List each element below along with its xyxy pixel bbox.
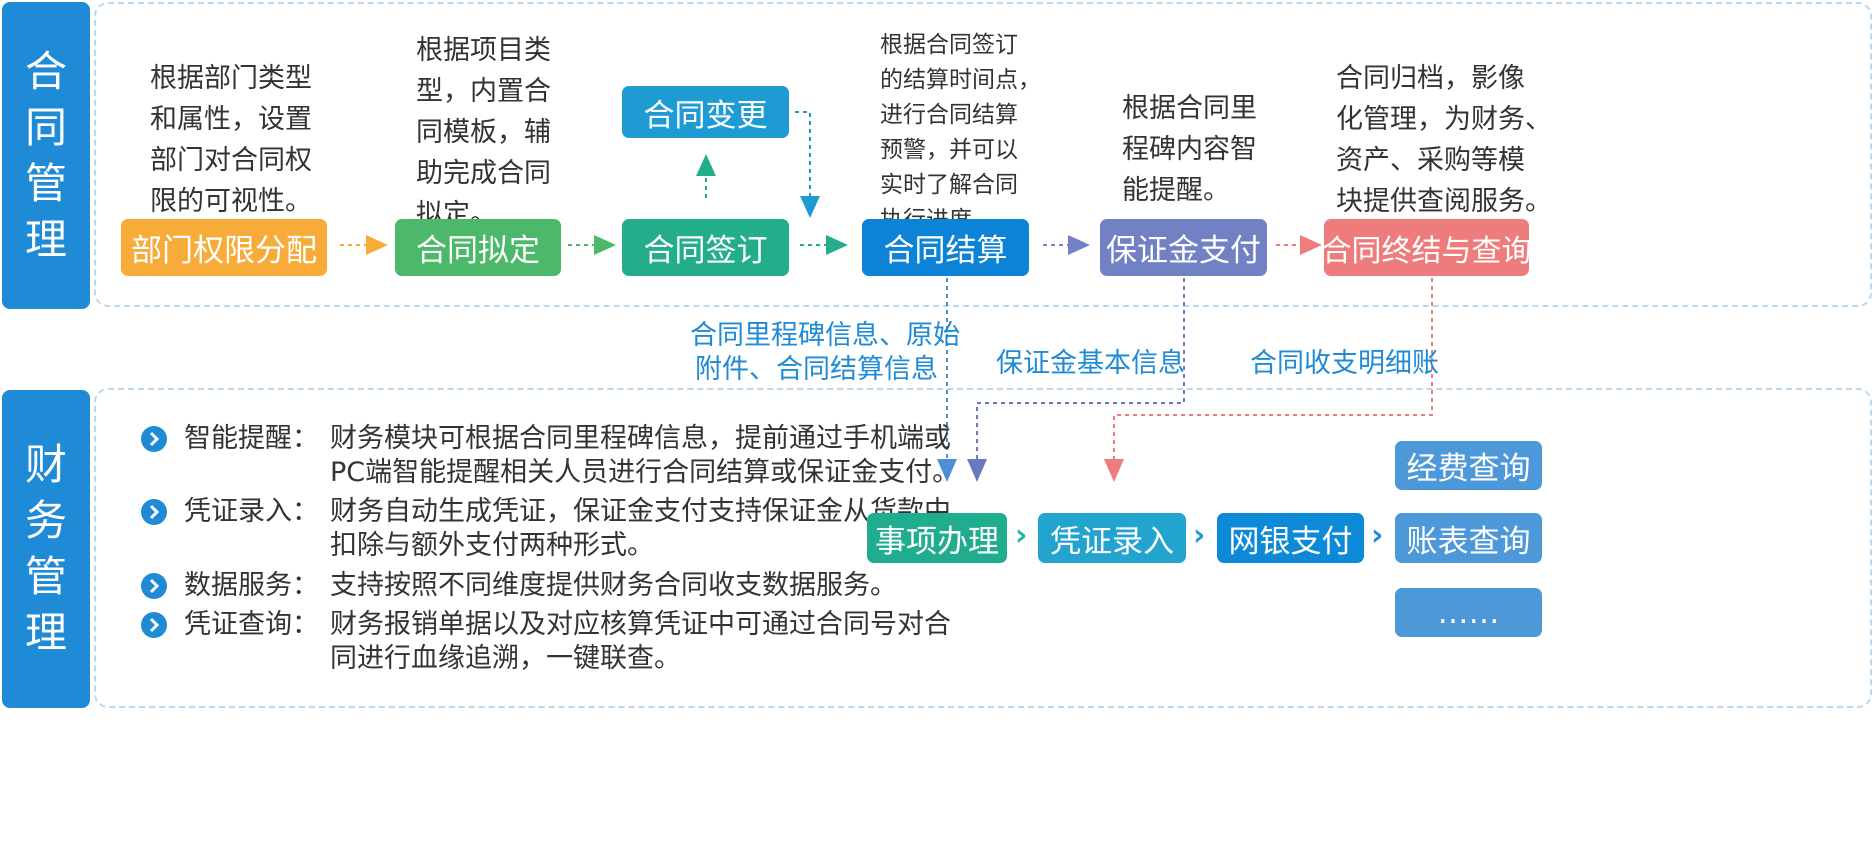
feature-line: 财务自动生成凭证，保证金支付支持保证金从货款中	[330, 496, 951, 527]
feature-line: 同进行血缘追溯，一键联查。	[330, 643, 681, 674]
draft-description: 根据项目类 型，内置合 同模板，辅 助完成合同 拟定。	[416, 30, 551, 235]
archive-description: 合同归档，影像 化管理，为财务、 资产、采购等模 块提供查阅服务。	[1336, 58, 1552, 222]
arrow-dept-draft	[340, 235, 388, 255]
desc-line: 进行合同结算	[880, 102, 1018, 128]
side-char: 财	[24, 440, 67, 489]
side-char: 理	[24, 214, 67, 264]
arrow-deposit-finance	[967, 278, 1185, 482]
desc-line: 根据部门类型	[150, 63, 312, 94]
arrow-sign-settle	[800, 235, 848, 255]
online-banking-box: 网银支付	[1217, 513, 1364, 563]
desc-line: 同模板，辅	[416, 117, 551, 148]
side-char: 合	[24, 46, 67, 96]
desc-line: 预警，并可以	[880, 137, 1018, 163]
feature-line: 扣除与额外支付两种形式。	[330, 530, 654, 561]
voucher-entry-box: 凭证录入	[1038, 513, 1186, 563]
chevron-circle-icon	[141, 499, 167, 525]
contract-change-box: 合同变更	[622, 86, 789, 138]
desc-line: 根据合同里	[1122, 93, 1257, 124]
deposit-payment-box: 保证金支付	[1100, 219, 1267, 276]
contract-panel	[94, 2, 1872, 307]
label-line: 合同里程碑信息、原始	[690, 320, 960, 351]
feature-head: 凭证录入：	[184, 496, 319, 527]
arrow-archive-finance	[1104, 278, 1433, 482]
desc-line: 能提醒。	[1122, 175, 1230, 206]
arrow-settle-deposit	[1043, 235, 1090, 255]
desc-line: 部门对合同权	[150, 145, 312, 176]
feature-head: 数据服务：	[184, 570, 319, 601]
feature-line: 支持按照不同维度提供财务合同收支数据服务。	[330, 570, 897, 601]
arrow-deposit-archive	[1276, 235, 1322, 255]
ledger-info-label: 合同收支明细账	[1250, 348, 1439, 379]
deposit-info-label: 保证金基本信息	[996, 348, 1185, 379]
desc-line: 限的可视性。	[150, 186, 312, 217]
desc-line: 型，内置合	[416, 76, 551, 107]
feature-line: 财务模块可根据合同里程碑信息，提前通过手机端或	[330, 423, 951, 454]
feature-line: 财务报销单据以及对应核算凭证中可通过合同号对合	[330, 609, 951, 640]
desc-line: 根据项目类	[416, 35, 551, 66]
expense-query-box: 经费查询	[1395, 441, 1542, 490]
contract-settle-box: 合同结算	[862, 219, 1029, 276]
contract-archive-box: 合同终结与查询	[1322, 219, 1532, 276]
side-char: 管	[24, 158, 67, 208]
desc-line: 和属性，设置	[150, 104, 312, 135]
settle-description: 根据合同签订 的结算时间点， 进行合同结算 预警，并可以 实时了解合同 执行进度…	[880, 28, 1041, 238]
finance-management-label: 财 务 管 理	[2, 390, 90, 708]
desc-line: 程碑内容智	[1122, 134, 1257, 165]
arrow-sign-change	[696, 154, 716, 198]
label-line: 附件、合同结算信息	[695, 354, 938, 385]
chevron-circle-icon	[141, 612, 167, 638]
desc-line: 的结算时间点，	[880, 67, 1041, 93]
chevron-right-icon: ›	[1371, 518, 1384, 553]
desc-line: 资产、采购等模	[1336, 145, 1525, 176]
desc-line: 助完成合同	[416, 158, 551, 189]
deposit-description: 根据合同里 程碑内容智 能提醒。	[1122, 88, 1257, 211]
desc-line: 根据合同签订	[880, 32, 1018, 58]
dept-description: 根据部门类型 和属性，设置 部门对合同权 限的可视性。	[150, 58, 312, 222]
arrow-settle-finance	[937, 278, 957, 482]
side-char: 同	[24, 102, 67, 152]
arrow-change-settle	[795, 111, 820, 218]
desc-line: 合同归档，影像	[1336, 63, 1525, 94]
feature-head: 智能提醒：	[184, 423, 319, 454]
chevron-right-icon: ›	[1015, 518, 1028, 553]
feature-line: PC端智能提醒相关人员进行合同结算或保证金支付。	[330, 457, 960, 488]
matter-handling-box: 事项办理	[867, 513, 1007, 563]
arrow-draft-sign	[568, 235, 616, 255]
settle-info-label: 合同里程碑信息、原始 附件、合同结算信息	[690, 319, 960, 387]
contract-sign-box: 合同签订	[622, 219, 789, 276]
ledger-query-box: 账表查询	[1395, 513, 1542, 563]
side-char: 管	[24, 552, 67, 601]
contract-draft-box: 合同拟定	[395, 219, 561, 276]
finance-panel	[94, 388, 1872, 708]
desc-line: 化管理，为财务、	[1336, 104, 1552, 135]
chevron-right-icon: ›	[1193, 518, 1206, 553]
side-char: 务	[24, 496, 67, 545]
dept-permission-box: 部门权限分配	[121, 219, 327, 276]
feature-head: 凭证查询：	[184, 609, 319, 640]
more-box: ……	[1395, 588, 1542, 637]
contract-management-label: 合 同 管 理	[2, 2, 90, 309]
chevron-circle-icon	[141, 573, 167, 599]
chevron-circle-icon	[141, 426, 167, 452]
side-char: 理	[24, 608, 67, 657]
desc-line: 实时了解合同	[880, 172, 1018, 198]
desc-line: 块提供查阅服务。	[1336, 186, 1552, 217]
